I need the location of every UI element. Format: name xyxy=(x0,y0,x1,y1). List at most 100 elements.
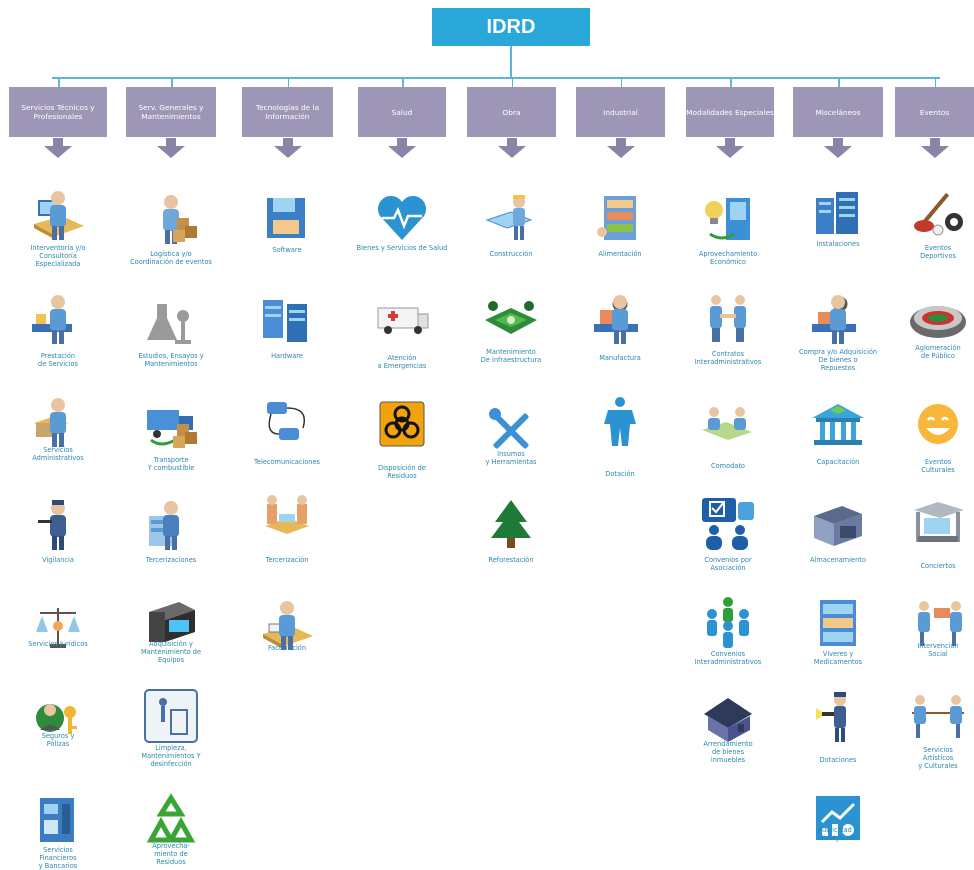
diagram-item xyxy=(678,688,778,746)
item-label: Hardware xyxy=(271,352,303,360)
category-box: Tecnologías de la Información xyxy=(242,87,333,137)
item-label: Servicios Financieros y Bancarios xyxy=(38,846,78,870)
diagram-item xyxy=(888,290,974,348)
transport-truck-icon xyxy=(121,396,221,454)
item-label: Interventoría y/o Consultoría Especializ… xyxy=(30,244,86,268)
house-icon xyxy=(678,688,778,746)
category-box: Serv. Generales y Mantenimientos xyxy=(126,87,216,137)
conveyor-service-icon xyxy=(8,290,108,348)
diagram-item xyxy=(788,496,888,554)
biohazard-icon xyxy=(352,396,452,454)
analytics-chart-icon xyxy=(788,792,888,850)
category-label: Servicios Técnicos y Profesionales xyxy=(21,103,95,121)
diagram-item xyxy=(570,190,670,248)
admin-worker-icon xyxy=(8,393,108,451)
diagram-item xyxy=(788,688,888,746)
billing-desk-icon xyxy=(237,596,337,654)
category-label: Eventos xyxy=(919,107,950,117)
balance-scale-icon xyxy=(8,598,108,656)
category-box: Industrial xyxy=(576,87,665,137)
diagram-item xyxy=(352,290,452,348)
comodato-desk-icon xyxy=(678,396,778,454)
diagram-item xyxy=(8,790,108,848)
item-label: Eventos Culturales xyxy=(921,458,955,474)
diagram-item xyxy=(461,402,561,460)
supplies-shelf-icon xyxy=(788,594,888,652)
category-label: Misceláneos xyxy=(815,107,861,117)
down-arrow-icon xyxy=(497,138,526,158)
diagram-item xyxy=(237,394,337,452)
item-label: Aprovechamiento Económico xyxy=(698,250,758,266)
item-label: Comodato xyxy=(711,462,745,470)
telephone-network-icon xyxy=(237,394,337,452)
equipment-machine-icon xyxy=(121,594,221,652)
item-label: Manufactura xyxy=(599,354,641,362)
item-label: Víveres y Medicamentos xyxy=(813,650,863,666)
diagram-item xyxy=(788,594,888,652)
category-connector xyxy=(934,77,936,87)
item-label: Dotaciones xyxy=(819,756,857,764)
root-node-idrd: IDRD xyxy=(432,8,590,46)
down-arrow-icon xyxy=(388,138,416,158)
diagram-item xyxy=(352,396,452,454)
item-label: Capacitación xyxy=(816,458,860,466)
root-connector xyxy=(510,46,512,78)
diagram-item xyxy=(461,496,561,554)
diagram-item xyxy=(678,290,778,348)
diagram-item xyxy=(8,598,108,656)
category-connector xyxy=(838,77,840,87)
item-label: Aglomeración de Público xyxy=(915,344,961,360)
item-label: Adquisición y Mantenimiento de Equipos xyxy=(140,640,201,664)
diagram-item xyxy=(8,186,108,244)
item-label: Instalaciones xyxy=(816,240,860,248)
park-map-icon xyxy=(461,290,561,348)
diagram-item xyxy=(788,290,888,348)
down-arrow-icon xyxy=(716,138,744,158)
horizontal-connector xyxy=(52,77,940,79)
heart-pulse-icon xyxy=(352,188,452,246)
diagram-item xyxy=(888,396,974,454)
category-label: Serv. Generales y Mantenimientos xyxy=(138,103,204,121)
item-label: Insumos y Herramientas xyxy=(485,450,537,466)
diagram-item xyxy=(888,186,974,244)
logistics-boxes-icon xyxy=(121,190,221,248)
diagram-item xyxy=(678,496,778,554)
down-arrow-icon xyxy=(273,138,302,158)
item-label: Servicios Artísticos y Culturales xyxy=(918,746,958,770)
diagram-item xyxy=(570,394,670,452)
diagram-item xyxy=(121,688,221,746)
category-box: Salud xyxy=(358,87,446,137)
smiley-face-icon xyxy=(888,396,974,454)
category-connector xyxy=(402,77,404,87)
diagram-item xyxy=(888,594,974,652)
diagram-item xyxy=(237,290,337,348)
warehouse-icon xyxy=(788,496,888,554)
lab-flask-icon xyxy=(121,294,221,352)
association-chat-icon xyxy=(678,496,778,554)
item-label: Facturación xyxy=(267,644,307,652)
diagram-item xyxy=(461,190,561,248)
handshake-icon xyxy=(678,290,778,348)
uniform-icon xyxy=(570,394,670,452)
meeting-table-icon xyxy=(237,490,337,548)
insurance-key-icon xyxy=(8,690,108,748)
down-arrow-icon xyxy=(824,138,852,158)
recycle-icon xyxy=(121,792,221,850)
social-workers-icon xyxy=(888,594,974,652)
atm-bank-icon xyxy=(8,790,108,848)
diagram-item xyxy=(121,396,221,454)
category-label: Obra xyxy=(502,107,521,117)
people-group-icon xyxy=(678,594,778,652)
category-connector xyxy=(730,77,732,87)
item-label: Servicios Administrativos xyxy=(32,446,84,462)
category-connector xyxy=(620,77,622,87)
diagram-item xyxy=(8,690,108,748)
diagram-item xyxy=(121,792,221,850)
diagram-item xyxy=(121,594,221,652)
monitor-analyst-icon xyxy=(8,186,108,244)
item-label: Seguros y Pólizas xyxy=(41,732,75,748)
item-label: Vigilancia xyxy=(42,556,74,564)
trash-bin-icon xyxy=(121,688,221,746)
item-label: Estudios, Ensayos y Mantenimientos xyxy=(138,352,204,368)
item-label: Compra y/o Adquisición De bienes o Repue… xyxy=(798,348,878,372)
